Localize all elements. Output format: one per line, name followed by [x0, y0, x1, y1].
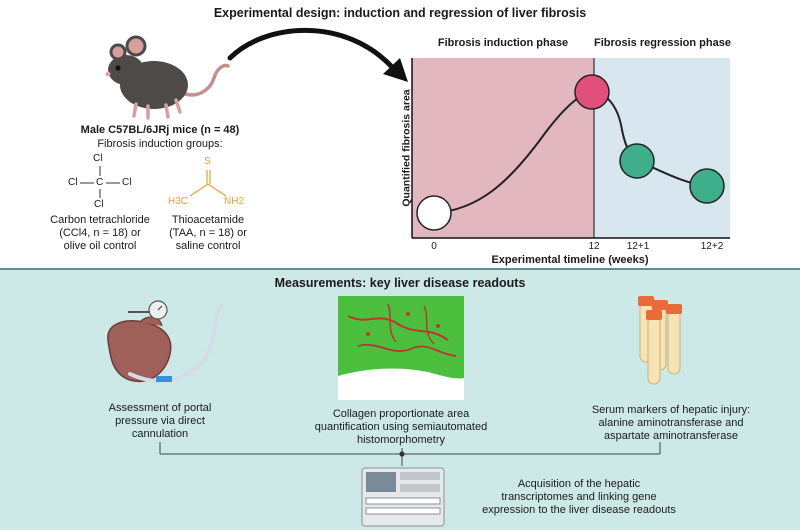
histology-image	[338, 296, 464, 400]
portal-caption-line3: cannulation	[131, 428, 189, 440]
tick-12: 12	[588, 241, 600, 252]
sequencer-illustration	[361, 467, 445, 527]
regression-point-week2	[689, 168, 725, 204]
chart-y-axis-label-wrap: Quantified fibrosis area	[322, 89, 492, 206]
taa-caption-line1: Thioacetamide	[171, 214, 245, 226]
design-title: Experimental design: induction and regre…	[213, 6, 587, 20]
connector-bracket	[159, 442, 661, 466]
fibrosis-trend-chart	[411, 58, 730, 239]
taa-atom-nh2: NH2	[224, 196, 245, 207]
taa-caption-line3: saline control	[175, 240, 241, 252]
transcriptome-caption-line1: Acquisition of the hepatic	[517, 478, 641, 490]
ccl4-atom-cl-right: Cl	[122, 177, 132, 188]
groups-label: Fibrosis induction groups:	[97, 138, 223, 150]
curved-arrow	[227, 27, 408, 82]
section-divider	[0, 268, 800, 270]
mouse-illustration	[105, 35, 230, 120]
measurements-title: Measurements: key liver disease readouts	[274, 276, 526, 290]
collagen-caption-line3: histomorphometry	[356, 434, 446, 446]
phase-induction-label: Fibrosis induction phase	[437, 37, 569, 49]
transcriptome-caption-line3: expression to the liver disease readouts	[482, 504, 676, 516]
peak-point	[574, 74, 610, 110]
taa-caption-line2: (TAA, n = 18) or	[169, 227, 247, 239]
ccl4-caption-line3: olive oil control	[63, 240, 137, 252]
taa-atom-s: S	[204, 156, 211, 167]
transcriptome-caption-line2: transcriptomes and linking gene	[501, 491, 657, 503]
collagen-caption-line2: quantification using semiautomated	[314, 421, 488, 433]
serum-caption-line2: alanine aminotransferase and	[598, 417, 744, 429]
ccl4-caption-line2: (CCl4, n = 18) or	[59, 227, 141, 239]
taa-atom-h3c: H3C	[168, 196, 189, 207]
taa-structure: S H3C NH2	[168, 156, 248, 212]
ccl4-caption-line1: Carbon tetrachloride	[50, 214, 150, 226]
ccl4-atom-cl-top: Cl	[93, 153, 103, 164]
mice-label: Male C57BL/6JRj mice (n = 48)	[80, 124, 240, 136]
phase-regression-label: Fibrosis regression phase	[594, 37, 731, 49]
chart-y-axis-label: Quantified fibrosis area	[401, 89, 413, 207]
chart-x-axis-label: Experimental timeline (weeks)	[491, 254, 649, 266]
regression-point-week1	[619, 143, 655, 179]
tick-0: 0	[431, 241, 437, 252]
start-point	[416, 195, 452, 231]
regression-phase-region	[594, 58, 730, 238]
blood-sample-tubes	[638, 296, 682, 385]
collagen-caption-line1: Collagen proportionate area	[332, 408, 470, 420]
serum-caption-line1: Serum markers of hepatic injury:	[591, 404, 751, 416]
portal-caption-line1: Assessment of portal	[108, 402, 212, 414]
ccl4-structure: Cl Cl C Cl Cl	[60, 150, 140, 212]
tick-12-plus-2: 12+2	[700, 241, 724, 252]
tick-12-plus-1: 12+1	[626, 241, 650, 252]
liver-pressure-illustration	[107, 300, 224, 383]
ccl4-atom-c: C	[96, 177, 104, 188]
ccl4-atom-cl-bottom: Cl	[94, 199, 104, 210]
serum-caption-line3: aspartate aminotransferase	[604, 430, 738, 442]
portal-caption-line2: pressure via direct	[115, 415, 205, 427]
ccl4-atom-cl-left: Cl	[68, 177, 78, 188]
